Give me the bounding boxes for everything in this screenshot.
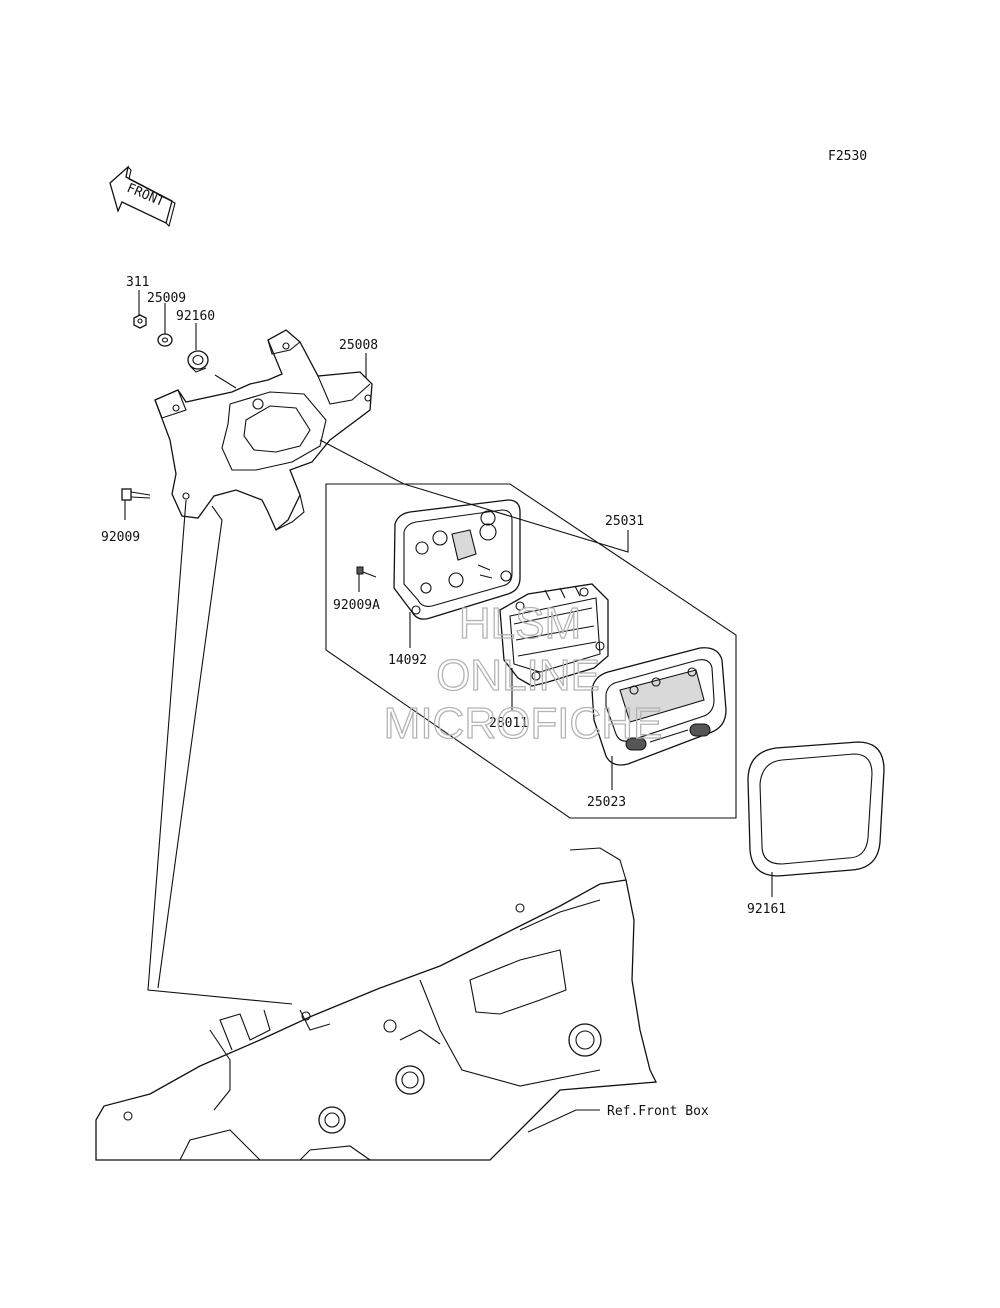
gasket-92161: [747, 741, 885, 877]
watermark-line-1: HLSM: [459, 599, 581, 648]
grommet-92160: [187, 350, 209, 373]
washer-25009: [157, 333, 173, 347]
part-label-25031: 25031: [605, 514, 644, 529]
screw-92009a: [356, 566, 377, 578]
part-label-14092: 14092: [388, 653, 427, 668]
figure-code: F2530: [828, 149, 867, 164]
bolt-92009: [121, 488, 151, 501]
reference-label: Ref.Front Box: [607, 1104, 709, 1119]
nut-311: [133, 314, 147, 329]
part-label-92009: 92009: [101, 530, 140, 545]
watermark-line-3: MICROFICHE: [384, 699, 663, 748]
leader-lines: [124, 290, 773, 1133]
part-label-92160: 92160: [176, 309, 215, 324]
part-label-311: 311: [126, 275, 149, 290]
part-label-92009a: 92009A: [333, 598, 380, 613]
part-label-25009: 25009: [147, 291, 186, 306]
part-label-92161: 92161: [747, 902, 786, 917]
bracket-25008: [154, 329, 373, 532]
part-label-28011: 28011: [489, 716, 528, 731]
front-arrow-icon: FRONT: [109, 165, 176, 228]
front-box-reference: [95, 847, 658, 1161]
part-label-25008: 25008: [339, 338, 378, 353]
meter-face-25023: [591, 647, 727, 766]
watermark-line-2: ONLINE: [436, 651, 600, 700]
watermark: HLSM ONLINE MICROFICHE: [383, 598, 663, 748]
part-label-25023: 25023: [587, 795, 626, 810]
meter-case-14092: [393, 499, 521, 620]
circuit-board-28011: [499, 583, 609, 687]
assembly-outline-25031: [325, 483, 737, 819]
